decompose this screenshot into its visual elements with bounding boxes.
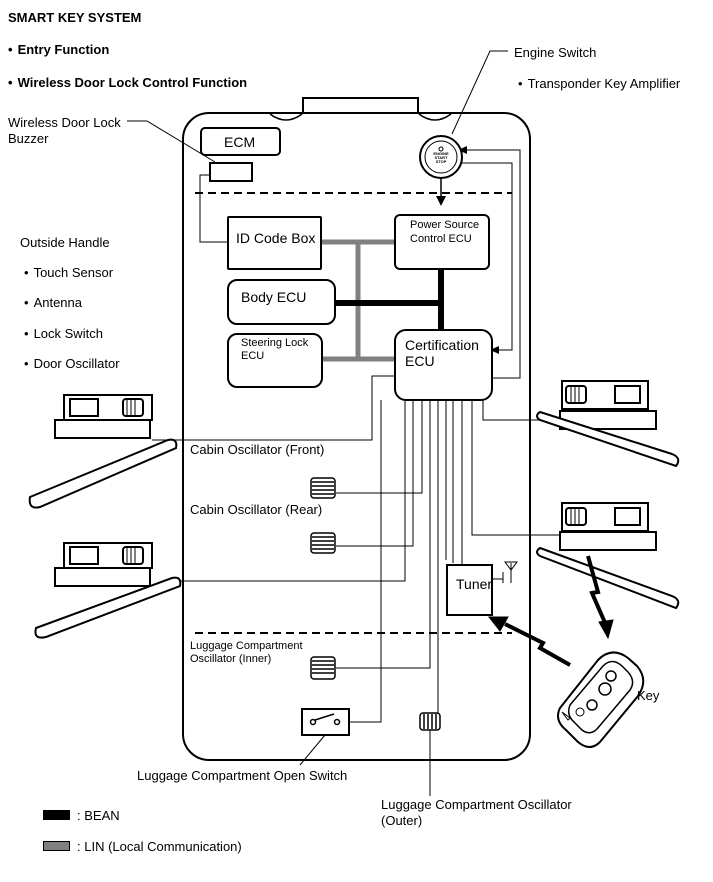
tuner-box: Tuner	[446, 564, 493, 616]
engine-switch-label: Engine Switch	[514, 45, 597, 60]
buzzer-label-1: Wireless Door Lock	[8, 115, 121, 130]
luggage-inner-coil	[310, 656, 336, 680]
outside-handle-front-left	[28, 394, 178, 509]
luggage-inner-label-2: Oscillator (Inner)	[190, 653, 272, 665]
outside-handle-rear-right	[536, 502, 680, 610]
legend-bean-swatch	[43, 810, 70, 820]
handle-touch-sensor: Touch Sensor	[24, 265, 114, 280]
luggage-outer-label-1: Luggage Compartment Oscillator	[381, 797, 572, 812]
function-wireless-lock: Wireless Door Lock Control Function	[8, 75, 248, 90]
signal-arrow-to-tuner	[487, 616, 571, 667]
key-label: Key	[637, 688, 660, 703]
vehicle-roof-bump	[302, 97, 419, 113]
bean-bus	[335, 270, 444, 332]
diagram-title: SMART KEY SYSTEM	[8, 10, 142, 25]
handle-antenna: Antenna	[24, 295, 82, 310]
certification-ecu-box: Certification ECU	[394, 329, 493, 401]
vehicle-outline	[182, 112, 531, 761]
outside-handle-label: Outside Handle	[20, 235, 110, 250]
legend-bean-label: : BEAN	[77, 808, 120, 823]
engine-switch	[419, 135, 463, 179]
cabin-front-coil	[310, 477, 336, 499]
handle-lock-switch: Lock Switch	[24, 326, 103, 341]
buzzer-box	[209, 162, 253, 182]
function-entry: Entry Function	[8, 42, 110, 57]
luggage-outer-label-2: (Outer)	[381, 813, 423, 828]
power-source-ecu-box: Power Source Control ECU	[394, 214, 490, 270]
body-ecu-box: Body ECU	[227, 279, 336, 325]
legend-lin-swatch	[43, 841, 70, 851]
outside-handle-front-right	[536, 380, 680, 468]
luggage-outer-coil	[419, 712, 441, 731]
id-code-box: ID Code Box	[227, 216, 322, 270]
ecm-box: ECM	[200, 127, 281, 156]
signal-arrow-to-key	[586, 555, 614, 640]
luggage-switch-label: Luggage Compartment Open Switch	[137, 768, 348, 783]
cabin-rear-label: Cabin Oscillator (Rear)	[190, 502, 323, 517]
cabin-rear-coil	[310, 532, 336, 554]
cabin-front-label: Cabin Oscillator (Front)	[190, 442, 325, 457]
luggage-inner-label-1: Luggage Compartment	[190, 640, 303, 652]
legend-lin-label: : LIN (Local Communication)	[77, 839, 242, 854]
key-fob	[557, 651, 645, 748]
outside-handle-rear-left	[34, 542, 182, 639]
steering-lock-ecu-box: Steering Lock ECU	[227, 333, 323, 388]
handle-door-oscillator: Door Oscillator	[24, 356, 120, 371]
transponder-label: Transponder Key Amplifier	[518, 76, 681, 91]
luggage-open-switch	[301, 708, 350, 736]
buzzer-label-2: Buzzer	[8, 131, 49, 146]
